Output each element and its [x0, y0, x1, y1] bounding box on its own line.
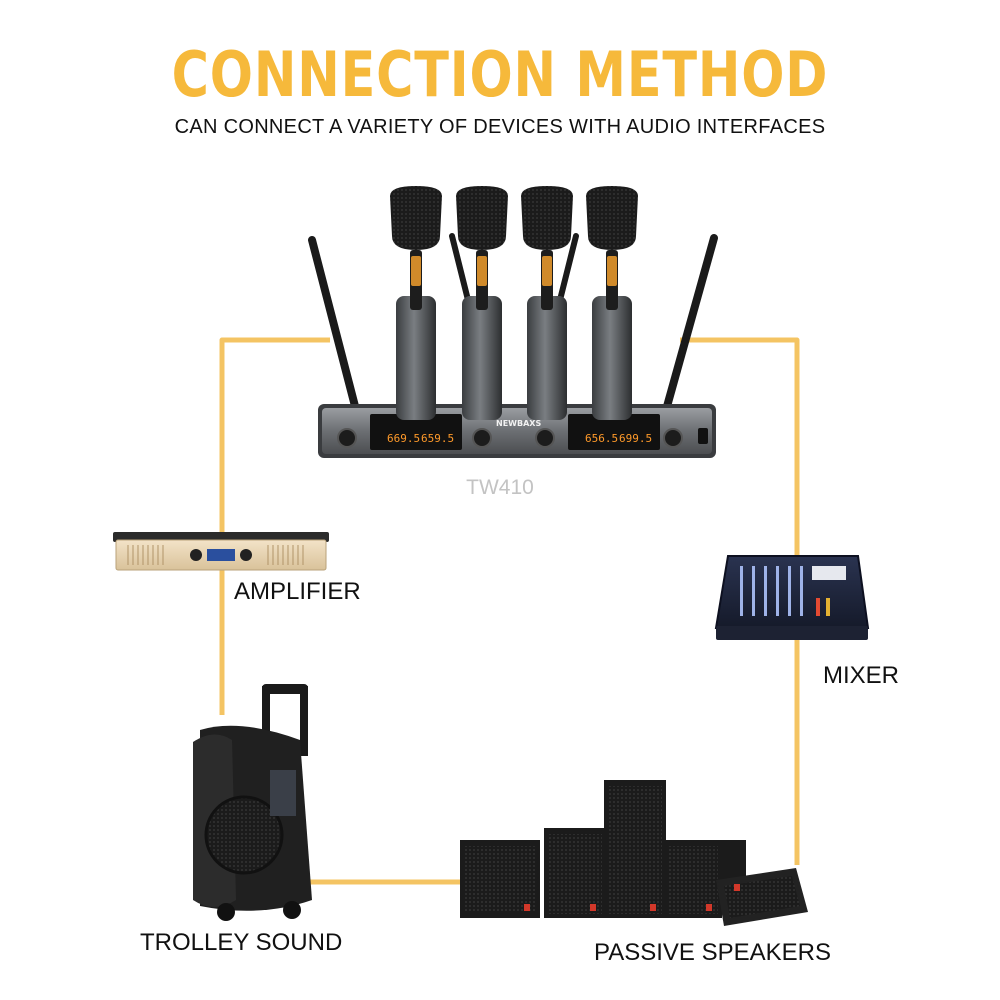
antenna-right-icon: [662, 234, 718, 414]
power-switch-icon: [698, 428, 708, 444]
page-subtitle: CAN CONNECT A VARIETY OF DEVICES WITH AU…: [174, 116, 826, 138]
passive-speakers-icon: [460, 780, 808, 926]
antenna-left-icon: [308, 236, 360, 414]
cable-receiver-to-speakers: [680, 337, 800, 865]
wireless-receiver: 669.5 659.5 656.5 699.5 NEWBAXS: [308, 233, 718, 458]
mixer-icon: [714, 555, 870, 640]
display-channel-a: [370, 414, 462, 450]
microphone-4-icon: [586, 186, 638, 420]
amplifier-icon: [113, 532, 329, 571]
cable-receiver-to-trolley: [219, 337, 330, 715]
volume-knob-c-icon: [535, 428, 555, 448]
microphones: [390, 186, 638, 420]
model-name: TW410: [466, 476, 534, 499]
display-channel-b: [568, 414, 660, 450]
microphone-3-icon: [521, 186, 573, 420]
trolley-label: TROLLEY SOUND: [140, 929, 342, 956]
antenna-mid-left-icon: [449, 233, 471, 303]
cable-lines: [219, 337, 800, 885]
antenna-mid-right-icon: [557, 233, 579, 303]
speakers-label: PASSIVE SPEAKERS: [594, 939, 831, 966]
trolley-speaker-icon: [193, 684, 312, 921]
mixer-label: MIXER: [823, 662, 899, 689]
page-title: CONNECTION METHOD: [171, 38, 829, 111]
volume-knob-a-icon: [337, 428, 357, 448]
microphone-2-icon: [456, 186, 508, 420]
microphone-1-icon: [390, 186, 442, 420]
display-b2-text: 699.5: [619, 432, 652, 445]
display-b1-text: 656.5: [585, 432, 618, 445]
volume-knob-b-icon: [472, 428, 492, 448]
display-a2-text: 659.5: [421, 432, 454, 445]
display-a1-text: 669.5: [387, 432, 420, 445]
volume-knob-d-icon: [663, 428, 683, 448]
amplifier-label: AMPLIFIER: [234, 578, 361, 605]
brand-text: NEWBAXS: [496, 419, 541, 428]
